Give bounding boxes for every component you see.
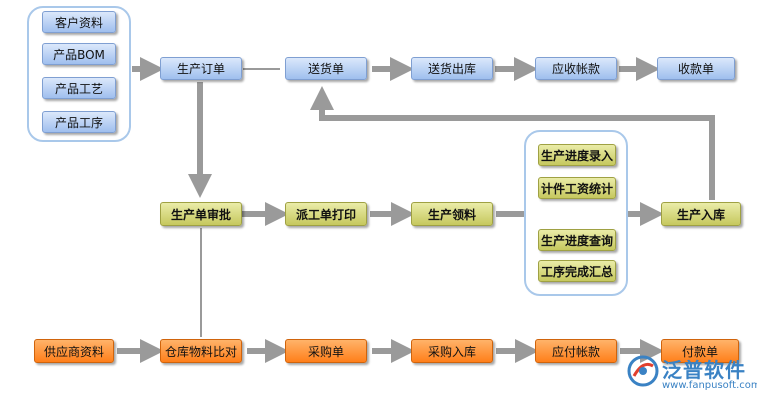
brand-watermark: 泛普软件 www.fanpusoft.com [626,354,757,398]
product-bom-node[interactable]: 产品BOM [42,43,116,65]
customer-master-node[interactable]: 客户资料 [42,11,116,33]
receivable-node[interactable]: 应收帐款 [535,57,617,80]
order-review-node[interactable]: 生产单审批 [160,202,242,226]
dispatch-print-node[interactable]: 派工单打印 [285,202,367,226]
delivery-order-node[interactable]: 送货单 [285,57,367,80]
progress-query-node[interactable]: 生产进度查询 [538,229,616,251]
product-procedure-node[interactable]: 产品工序 [42,111,116,133]
stock-compare-node[interactable]: 仓库物料比对 [160,339,242,363]
arrow-inbound-to-delivery [310,86,715,200]
production-order-node[interactable]: 生产订单 [160,57,242,80]
payment-node[interactable]: 付款单 [661,339,739,363]
delivery-outbound-node[interactable]: 送货出库 [411,57,493,80]
piece-wage-stats-node[interactable]: 计件工资统计 [538,177,616,199]
brand-logo-icon [627,355,659,387]
supplier-master-node[interactable]: 供应商资料 [34,339,114,363]
material-issue-node[interactable]: 生产领料 [411,202,493,226]
brand-name: 泛普软件 [662,358,746,382]
product-process-node[interactable]: 产品工艺 [42,77,116,99]
purchase-inbound-node[interactable]: 采购入库 [411,339,493,363]
progress-entry-node[interactable]: 生产进度录入 [538,144,616,166]
purchase-order-node[interactable]: 采购单 [285,339,367,363]
brand-url: www.fanpusoft.com [662,380,757,391]
payable-node[interactable]: 应付帐款 [535,339,617,363]
production-inbound-node[interactable]: 生产入库 [661,202,741,226]
receipt-node[interactable]: 收款单 [657,57,735,80]
procedure-summary-node[interactable]: 工序完成汇总 [538,260,616,282]
